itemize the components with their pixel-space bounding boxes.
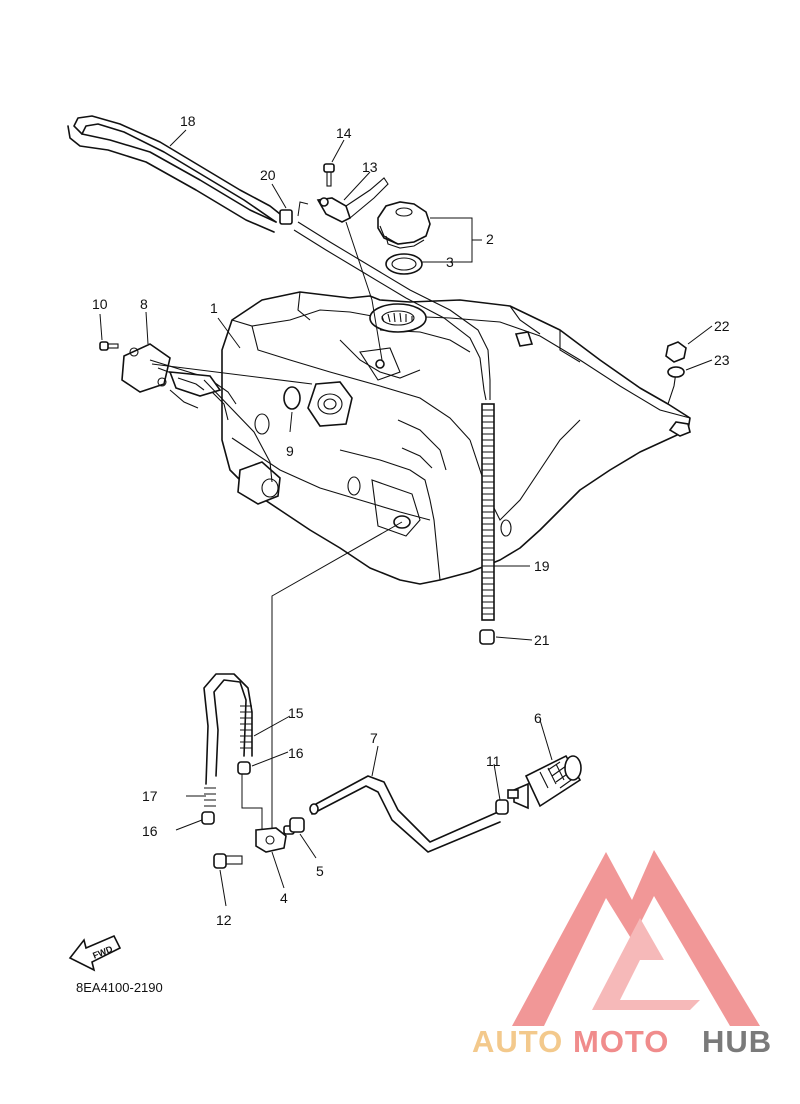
leader-20 — [297, 201, 309, 217]
callout-10: 10 — [92, 296, 108, 312]
leader-bracket-2-3 — [422, 217, 482, 263]
fuel-cock — [255, 825, 295, 853]
callout-18: 18 — [180, 113, 196, 129]
rear-mount-nut — [665, 341, 687, 363]
fuel-cap — [377, 201, 431, 249]
logo-triangle-icon — [512, 850, 760, 1026]
callout-15: 15 — [288, 705, 304, 721]
brand-moto: MOTO — [573, 1024, 669, 1059]
cap-gasket — [385, 253, 423, 275]
callout-19: 19 — [534, 558, 550, 574]
collar — [289, 817, 305, 833]
callout-14: 14 — [336, 125, 352, 141]
watermark-text: AUTO MOTO HUB — [472, 1024, 772, 1059]
fuel-pump-assembly — [121, 343, 313, 483]
rear-mount-washer — [667, 366, 685, 378]
callout-9: 9 — [286, 443, 294, 459]
callout-13: 13 — [362, 159, 378, 175]
bolt — [323, 163, 335, 187]
leader-fitting-line — [345, 221, 383, 361]
callout-7: 7 — [370, 730, 378, 746]
callout-6: 6 — [534, 710, 542, 726]
callout-4: 4 — [280, 890, 288, 906]
fuel-tank — [221, 291, 691, 585]
fuel-line-guide — [271, 521, 403, 832]
fuel-hose-upper — [203, 673, 253, 785]
callout-11: 11 — [486, 753, 501, 769]
callout-8: 8 — [140, 296, 148, 312]
forward-arrow-icon: FWD — [68, 934, 122, 972]
callout-21: 21 — [534, 632, 550, 648]
fuel-filter — [507, 754, 582, 810]
drain-hose-corrugated — [479, 403, 495, 645]
filter-clip — [495, 799, 509, 815]
callout-1: 1 — [210, 300, 218, 316]
fuel-hose-lower — [201, 787, 216, 825]
fuel-hose-filter — [309, 775, 501, 853]
hose-guide-16 — [241, 770, 263, 830]
watermark-logo — [512, 850, 760, 1026]
leader-lines — [99, 129, 713, 907]
callout-16-lower: 16 — [142, 823, 158, 839]
callout-20: 20 — [260, 167, 276, 183]
callout-5: 5 — [316, 863, 324, 879]
callout-23: 23 — [714, 352, 730, 368]
pump-bolt — [99, 341, 119, 351]
callout-22: 22 — [714, 318, 730, 334]
hose-clip-upper — [237, 761, 251, 775]
callout-12: 12 — [216, 912, 232, 928]
hose-clip — [279, 209, 293, 225]
callout-labels: 1 2 3 4 5 6 7 8 9 10 11 12 13 14 15 16 1… — [92, 113, 730, 928]
breather-hose — [67, 115, 281, 233]
pump-gasket — [283, 386, 301, 410]
cock-bolt — [213, 853, 243, 869]
vent-fitting — [316, 177, 389, 223]
vent-tube — [293, 221, 491, 401]
callout-3: 3 — [446, 254, 454, 270]
brand-auto: AUTO — [472, 1024, 563, 1059]
callout-17: 17 — [142, 788, 158, 804]
callout-2: 2 — [486, 231, 494, 247]
callout-16-upper: 16 — [288, 745, 304, 761]
brand-hub: HUB — [702, 1024, 772, 1059]
diagram-code: 8EA4100-2190 — [76, 980, 163, 995]
